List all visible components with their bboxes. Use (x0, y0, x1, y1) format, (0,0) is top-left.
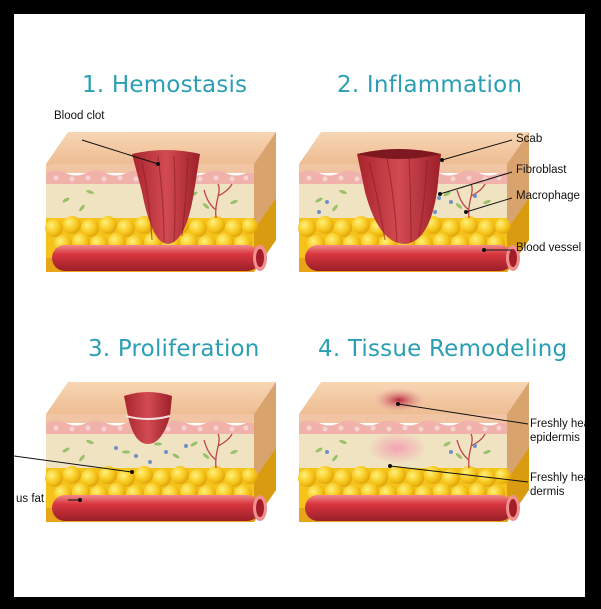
title-tissue-remodeling: 4. Tissue Remodeling (318, 336, 567, 362)
label-subcutaneous-fat: us fat (16, 493, 44, 505)
tissue-remodeling-block (298, 382, 529, 522)
label-freshly-healed-dermis-1: Freshly hea (530, 472, 585, 484)
title-inflammation: 2. Inflammation (337, 72, 522, 98)
label-blood-clot: Blood clot (54, 110, 105, 122)
label-freshly-healed-dermis-2: dermis (530, 486, 565, 498)
label-scab: Scab (516, 133, 542, 145)
label-fibroblast: Fibroblast (516, 164, 567, 176)
label-blood-vessel: Blood vessel (516, 242, 581, 254)
title-hemostasis: 1. Hemostasis (82, 72, 247, 98)
title-proliferation: 3. Proliferation (88, 336, 260, 362)
healed-dermis-mark (367, 432, 427, 464)
label-macrophage: Macrophage (516, 190, 580, 202)
label-freshly-healed-epidermis-2: epidermis (530, 432, 580, 444)
hemostasis-block (45, 132, 276, 272)
healed-epidermis-mark (373, 388, 425, 412)
label-freshly-healed-epidermis-1: Freshly hea (530, 418, 585, 430)
wound-healing-illustration (14, 14, 585, 597)
inflammation-block (298, 132, 529, 272)
diagram-frame: 1. Hemostasis 2. Inflammation 3. Prolife… (14, 14, 585, 597)
